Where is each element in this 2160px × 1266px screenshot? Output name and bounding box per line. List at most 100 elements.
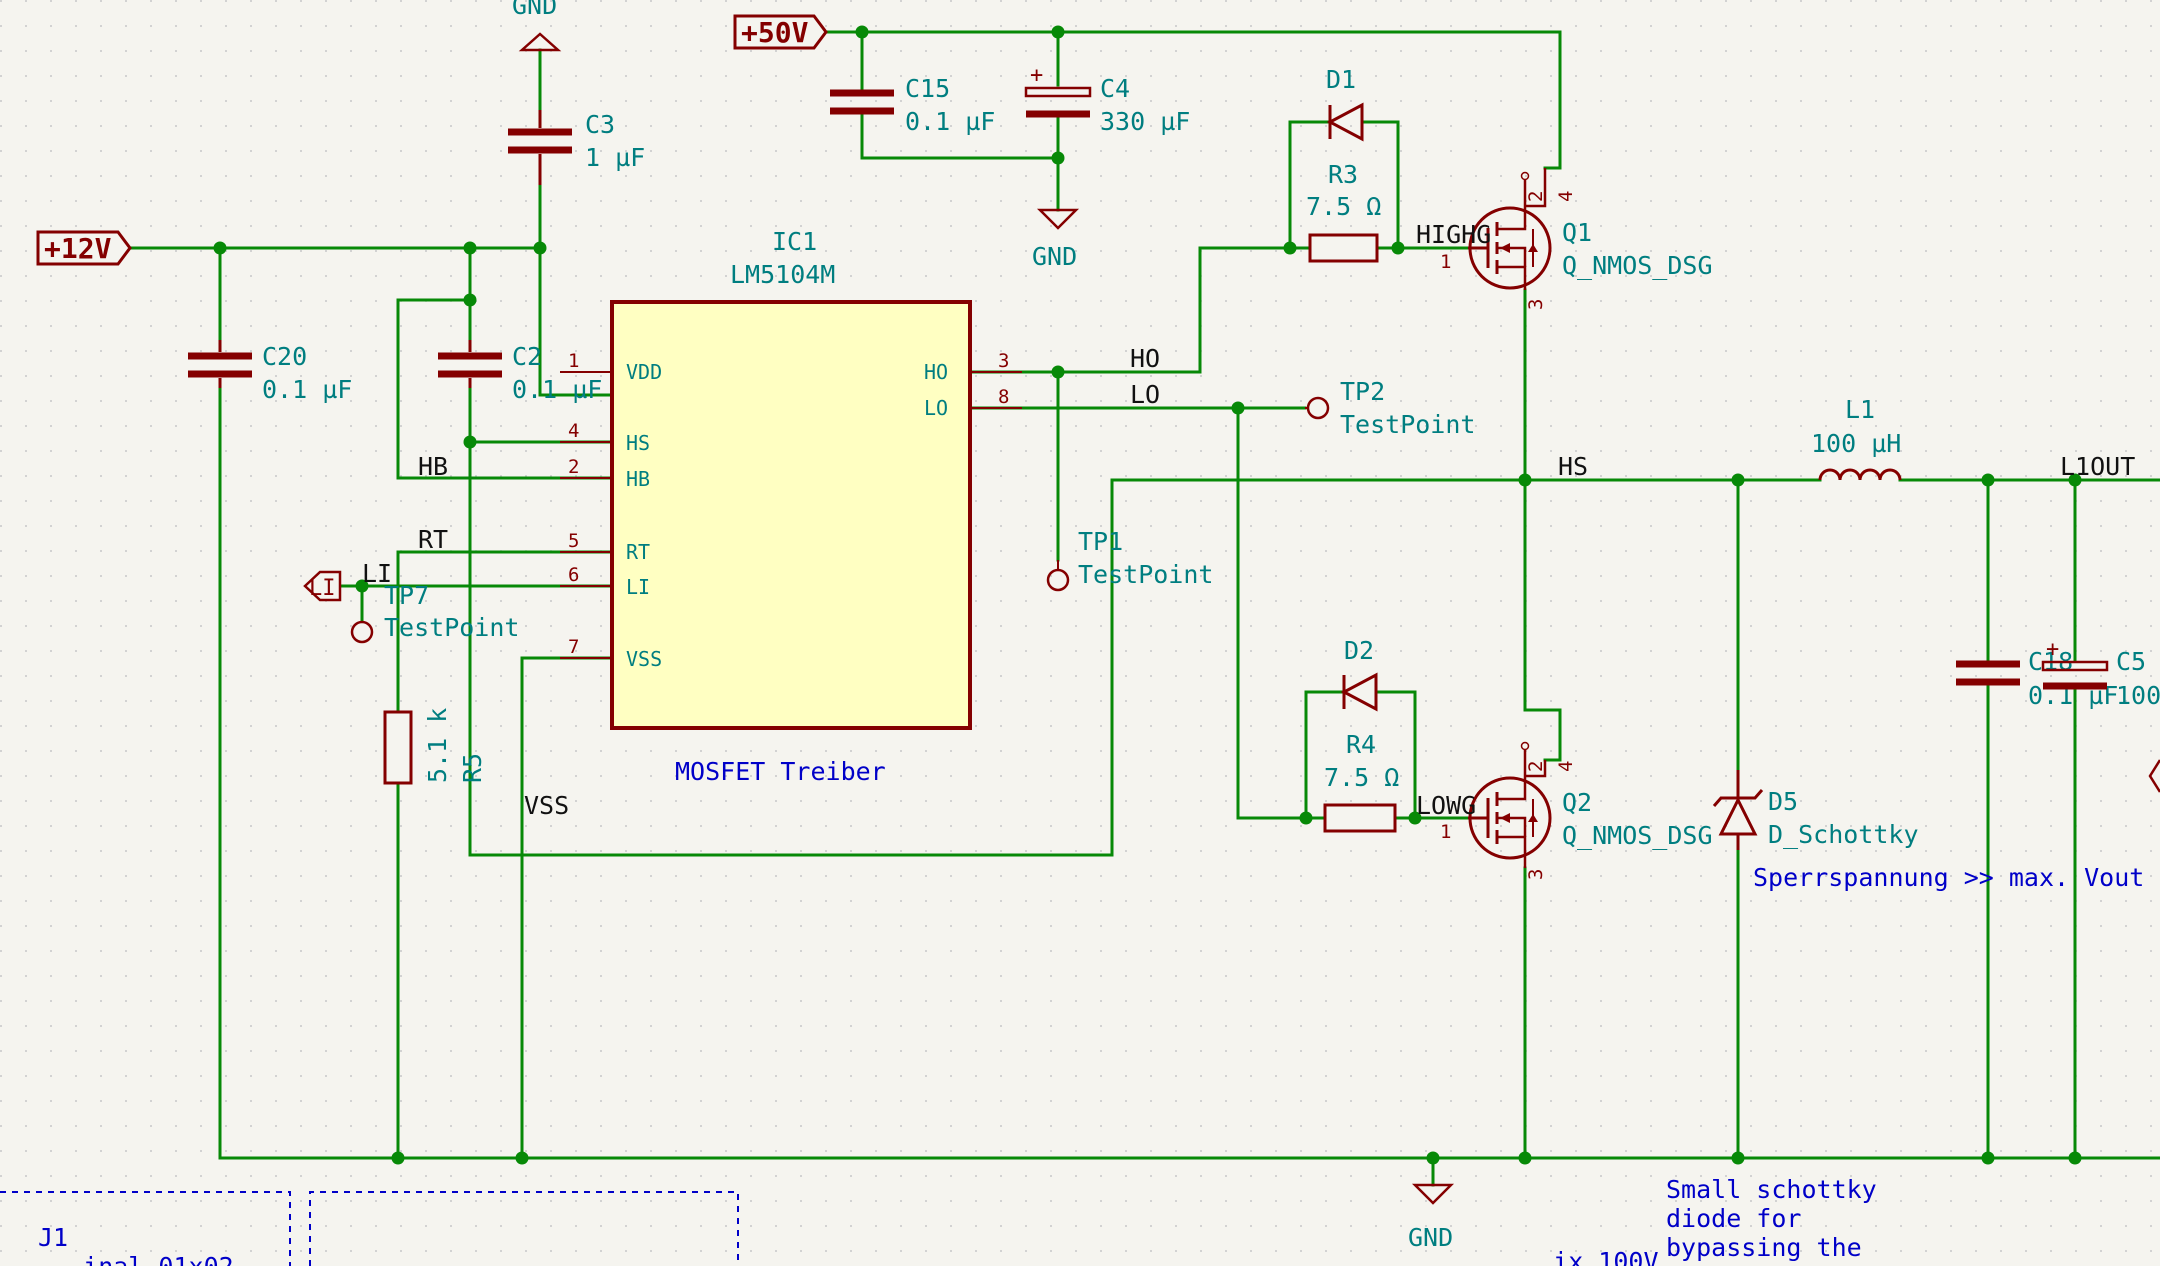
ic1-pin4-num: 4 — [568, 420, 579, 442]
resistor-r3[interactable]: R3 7.5 Ω — [1306, 160, 1381, 263]
gnd-symbol-c4[interactable]: GND — [1032, 208, 1080, 271]
capacitor-c5[interactable]: + C5 100 — [2041, 637, 2160, 710]
c5-value: 100 — [2116, 681, 2160, 710]
power-flag-50v[interactable]: +50V — [733, 14, 828, 50]
gnd-c3-label: GND — [512, 0, 557, 20]
ic1-pin-lo: LO — [924, 396, 948, 420]
diode-d2[interactable]: D2 — [1340, 636, 1378, 712]
q2-value: Q_NMOS_DSG — [1562, 821, 1713, 850]
r5-value: 5.1 k — [423, 708, 452, 783]
tp1-ref: TP1 — [1078, 527, 1123, 556]
q1-pin-drain-b: 4 — [1555, 191, 1577, 202]
q1-value: Q_NMOS_DSG — [1562, 251, 1713, 280]
r4-value: 7.5 Ω — [1324, 763, 1399, 792]
ic1-pin-ho: HO — [924, 360, 948, 384]
ic1-pin3-num: 3 — [998, 350, 1009, 372]
note-small-schottky-2: diode for — [1666, 1204, 1801, 1233]
inductor-l1[interactable]: L1 100 µH — [1811, 395, 1902, 481]
d2-ref: D2 — [1344, 636, 1374, 665]
power-flag-12v-label: +12V — [44, 232, 112, 265]
tp1-value: TestPoint — [1078, 560, 1213, 589]
net-label-lo: LO — [1130, 380, 1160, 409]
global-label-li[interactable]: LI — [303, 570, 342, 602]
net-label-hs: HS — [1558, 452, 1588, 481]
ic1-pin-hb: HB — [626, 467, 650, 491]
d5-ref: D5 — [1768, 787, 1798, 816]
power-flag-12v[interactable]: +12V — [36, 230, 132, 266]
j1-ref: J1 — [38, 1223, 68, 1252]
diode-d1[interactable]: D1 — [1326, 65, 1364, 142]
offscreen-label-edge — [2148, 759, 2160, 793]
r3-value: 7.5 Ω — [1306, 192, 1381, 221]
tp7-ref: TP7 — [384, 581, 429, 610]
gnd-c4-label: GND — [1032, 242, 1077, 271]
ic1-ref: IC1 — [772, 227, 817, 256]
c2-value: 0.1 µF — [512, 375, 602, 404]
ic1-pin5-num: 5 — [568, 530, 579, 552]
ic1-description: MOSFET Treiber — [675, 757, 886, 786]
testpoint-tp1[interactable]: TP1 TestPoint — [1046, 527, 1213, 592]
capacitor-c4[interactable]: + C4 330 µF — [1024, 63, 1190, 136]
ic1-lm5104m[interactable]: IC1 LM5104M MOSFET Treiber 1 VDD 4 HS 2 … — [560, 227, 1022, 786]
c4-ref: C4 — [1100, 74, 1130, 103]
ic1-pin-vdd: VDD — [626, 360, 662, 384]
ic1-pin8-num: 8 — [998, 386, 1009, 408]
tp7-value: TestPoint — [384, 613, 519, 642]
ic1-pin-hs: HS — [626, 431, 650, 455]
net-label-lowg: LOWG — [1416, 791, 1476, 820]
ic1-value: LM5104M — [730, 260, 835, 289]
net-label-rt: RT — [418, 525, 448, 554]
dashed-block-left[interactable]: J1 ...inal 01x02 — [0, 1191, 291, 1266]
ic1-pin1-num: 1 — [568, 350, 579, 372]
power-flag-50v-label: +50V — [741, 16, 809, 49]
note-sperrspannung: Sperrspannung >> max. Vout — [1753, 863, 2144, 892]
j1-value: ...inal 01x02 — [38, 1252, 234, 1266]
q1-pin-gate: 1 — [1440, 251, 1451, 273]
c3-ref: C3 — [585, 110, 615, 139]
ic1-pin-li: LI — [626, 575, 650, 599]
note-small-schottky-1: Small schottky — [1666, 1175, 1877, 1204]
d1-ref: D1 — [1326, 65, 1356, 94]
note-voltage: ...ix 100V — [1508, 1247, 1659, 1266]
q2-pin-source: 3 — [1525, 869, 1547, 880]
ic1-pin7-num: 7 — [568, 636, 579, 658]
capacitor-c15[interactable]: C15 0.1 µF — [830, 74, 995, 136]
testpoint-tp2[interactable]: TP2 TestPoint — [1305, 377, 1475, 439]
global-label-li-text: LI — [309, 576, 336, 601]
c15-ref: C15 — [905, 74, 950, 103]
l1-ref: L1 — [1845, 395, 1875, 424]
note-small-schottky-3: bypassing the — [1666, 1233, 1862, 1262]
junctions — [213, 25, 2082, 1165]
ic1-pin6-num: 6 — [568, 564, 579, 586]
mosfet-q2[interactable]: 1 2 4 3 Q2 Q_NMOS_DSG — [1440, 741, 1713, 881]
gnd-symbol-c3[interactable]: GND — [512, 0, 562, 52]
capacitor-c2[interactable]: C2 0.1 µF — [438, 340, 602, 404]
c5-ref: C5 — [2116, 647, 2146, 676]
q1-pin-drain-a: 2 — [1525, 191, 1547, 202]
c4-plus-mark: + — [1030, 63, 1043, 88]
q2-pin-drain-b: 4 — [1555, 761, 1577, 772]
resistor-r5[interactable]: R5 5.1 k — [383, 708, 487, 785]
c5-plus-mark: + — [2046, 637, 2059, 662]
capacitor-c20[interactable]: C20 0.1 µF — [188, 340, 352, 404]
capacitor-c3[interactable]: C3 1 µF — [508, 110, 645, 185]
c20-ref: C20 — [262, 342, 307, 371]
dashed-block-middle[interactable] — [309, 1191, 739, 1266]
r3-ref: R3 — [1328, 160, 1358, 189]
net-label-ho: HO — [1130, 344, 1160, 373]
c2-ref: C2 — [512, 342, 542, 371]
net-label-l1out: L1OUT — [2060, 452, 2135, 481]
resistor-r4[interactable]: R4 7.5 Ω — [1323, 730, 1399, 833]
q1-pin-source: 3 — [1525, 299, 1547, 310]
q2-pin-gate: 1 — [1440, 821, 1451, 843]
testpoint-tp7[interactable]: TP7 TestPoint — [350, 581, 519, 644]
r4-ref: R4 — [1346, 730, 1376, 759]
net-label-li: LI — [362, 559, 392, 588]
net-label-hb: HB — [418, 452, 448, 481]
gnd-symbol-main[interactable]: GND — [1408, 1183, 1455, 1252]
mosfet-q1[interactable]: 1 2 4 3 Q1 Q_NMOS_DSG — [1440, 168, 1713, 310]
diode-d5-schottky[interactable]: D5 D_Schottky — [1712, 770, 1919, 850]
q1-ref: Q1 — [1562, 218, 1592, 247]
